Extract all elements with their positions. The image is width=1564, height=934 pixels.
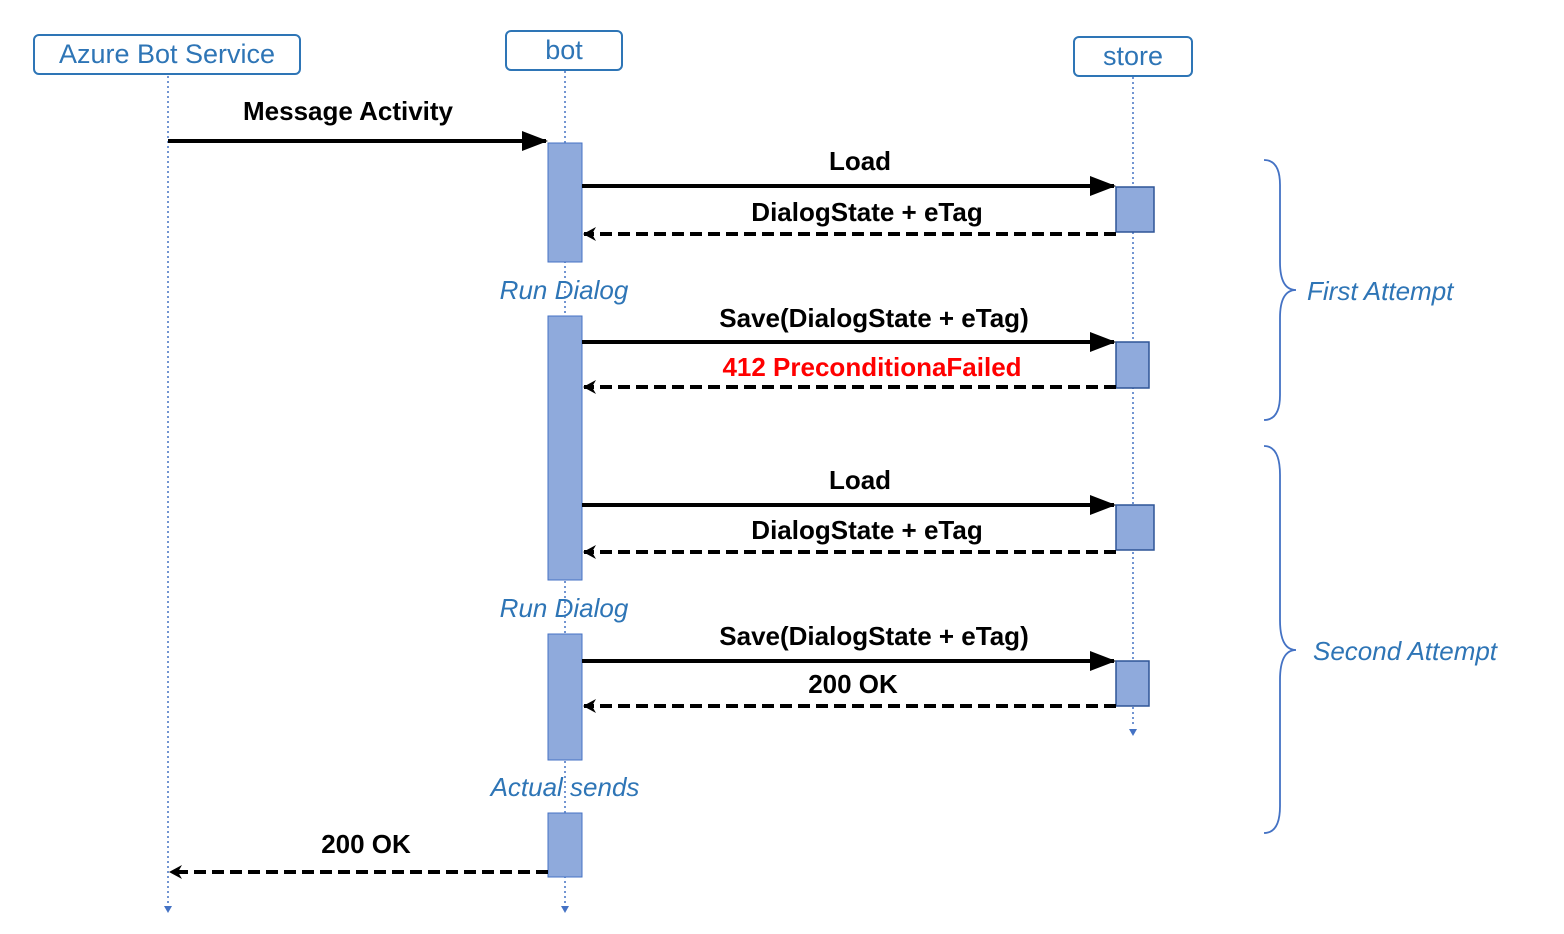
precondition-failed-label: 412 PreconditionaFailed <box>722 352 1022 382</box>
run-dialog-note-2: Run Dialog <box>499 593 629 623</box>
bot-lifeline-end-icon <box>561 906 569 913</box>
store-participant: store <box>1073 36 1193 77</box>
ok-label-store: 200 OK <box>808 669 898 699</box>
azure-bot-service-participant: Azure Bot Service <box>33 34 301 75</box>
bot-activation-4 <box>547 812 583 878</box>
bot-participant: bot <box>505 30 623 71</box>
store-label: store <box>1102 41 1164 71</box>
azure-lifeline-end-icon <box>164 906 172 913</box>
run-dialog-note-1: Run Dialog <box>499 275 629 305</box>
azure-bot-service-label: Azure Bot Service <box>58 39 276 69</box>
dialogstate-label-1: DialogState + eTag <box>751 197 983 227</box>
bot-activation-2 <box>547 315 583 581</box>
save-label-2: Save(DialogState + eTag) <box>719 621 1029 651</box>
store-activation-3 <box>1115 504 1155 551</box>
dialogstate-label-2: DialogState + eTag <box>751 515 983 545</box>
ok-label-final: 200 OK <box>321 829 411 859</box>
load-label-1: Load <box>828 146 892 176</box>
store-activation-2 <box>1115 341 1150 389</box>
message-activity-label: Message Activity <box>242 96 454 126</box>
load-label-2: Load <box>828 465 892 495</box>
second-attempt-label: Second Attempt <box>1313 636 1498 666</box>
save-label-1: Save(DialogState + eTag) <box>719 303 1029 333</box>
actual-sends-note: Actual sends <box>490 772 640 802</box>
store-activation-4 <box>1115 660 1150 707</box>
store-activation-1 <box>1115 186 1155 233</box>
bot-label: bot <box>545 35 583 65</box>
bot-activation-3 <box>547 633 583 761</box>
first-attempt-brace <box>1263 159 1297 421</box>
second-attempt-brace <box>1263 445 1297 834</box>
store-lifeline-end-icon <box>1129 729 1137 736</box>
first-attempt-label: First Attempt <box>1307 276 1454 306</box>
bot-activation-1 <box>547 142 583 263</box>
